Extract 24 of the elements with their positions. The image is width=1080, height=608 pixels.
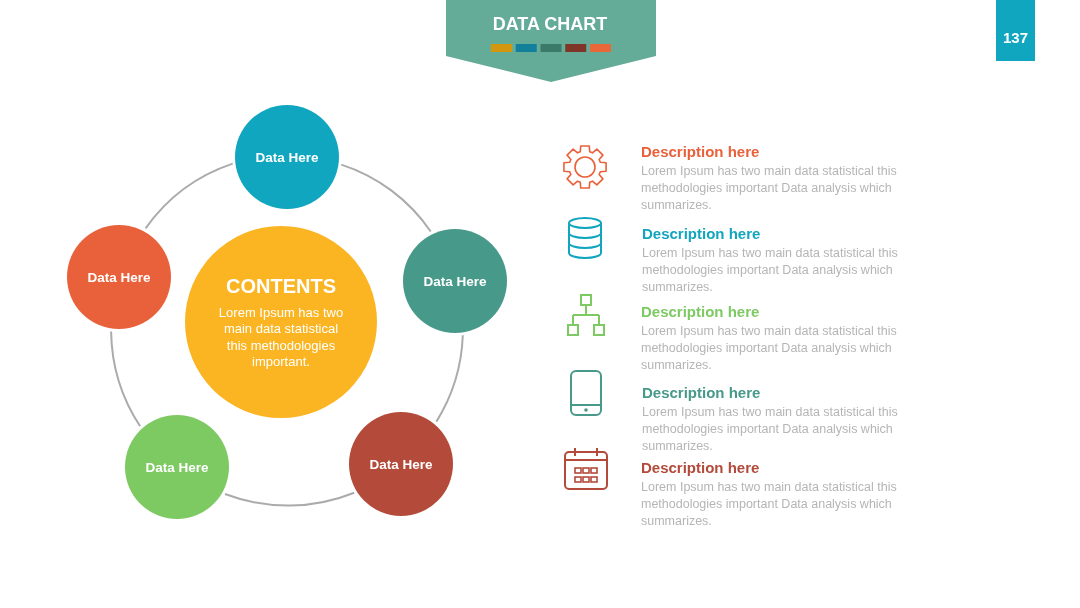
circle-label: Data Here xyxy=(145,458,209,476)
description-heading: Description here xyxy=(642,224,761,243)
connector-arc xyxy=(340,163,432,233)
connector-arc xyxy=(435,334,464,423)
circle-label: Data Here xyxy=(87,268,151,286)
description-text: Lorem Ipsum has two main data statistical this methodologies important Data analysis which summarizes. xyxy=(642,245,899,296)
circle-heading: CONTENTS xyxy=(226,273,336,298)
connector-arc xyxy=(144,162,234,230)
page-number: 137 xyxy=(996,0,1035,61)
description-text: Lorem Ipsum has two main data statistical this methodologies important Data analysis which summarizes. xyxy=(642,404,899,455)
description-text: Lorem Ipsum has two main data statistical this methodologies important Data analysis which summarizes. xyxy=(641,479,898,530)
circle-label: Data Here xyxy=(255,148,319,166)
slide-title: DATA CHART xyxy=(492,13,608,36)
description-heading: Description here xyxy=(642,383,761,402)
circle-label: Data Here xyxy=(423,272,487,290)
connector-arc xyxy=(110,330,142,428)
description-text: Lorem Ipsum has two main data statistical this methodologies important Data analysis which summarizes. xyxy=(641,323,898,374)
description-text: Lorem Ipsum has two main data statistical this methodologies important Data analysis which summarizes. xyxy=(641,163,898,214)
connector-arc xyxy=(224,491,356,507)
description-heading: Description here xyxy=(641,302,760,321)
circle-text: Lorem Ipsum has two main data statistical this methodologies important. xyxy=(217,304,345,371)
description-heading: Description here xyxy=(641,142,760,161)
description-heading: Description here xyxy=(641,458,760,477)
circle-label: Data Here xyxy=(369,455,433,473)
